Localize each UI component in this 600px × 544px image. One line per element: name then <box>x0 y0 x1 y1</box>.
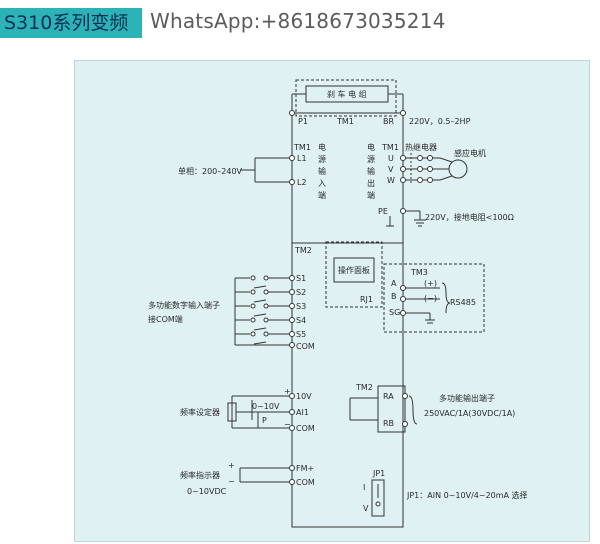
power-out-v5: 端 <box>367 190 375 200</box>
brake-spec: 220V，0.5–2HP <box>409 117 471 126</box>
terminal-10v: 10V <box>296 392 312 401</box>
power-out-tm1: TM1 <box>381 143 399 152</box>
brake-tm1: TM1 <box>336 117 354 126</box>
power-in-v3: 输 <box>318 166 326 176</box>
motor-label: 感应电机 <box>454 148 486 158</box>
rs485-minus: (−) <box>424 294 437 303</box>
relay-box <box>377 385 406 433</box>
tm2-label: TM2 <box>294 246 312 255</box>
freq-meter-label: 频率指示器 <box>180 470 220 480</box>
terminal-w: W <box>387 176 395 185</box>
freq-setter-minus: − <box>284 420 291 429</box>
jumper-jp1 <box>371 479 385 517</box>
power-out-v3: 输 <box>367 166 375 176</box>
power-in-tm1: TM1 <box>293 143 311 152</box>
jumper-i: I <box>363 483 365 492</box>
relay-spec: 250VAC/1A(30VDC/1A) <box>424 409 515 418</box>
terminal-com-di: COM <box>296 342 315 351</box>
digital-input-label: 多功能数字输入端子 <box>148 300 220 310</box>
jumper-note: JP1：AIN 0~10V/4~20mA 选择 <box>406 490 528 500</box>
power-in-v4: 入 <box>318 179 326 188</box>
terminal-com-fm: COM <box>296 478 315 487</box>
terminal-sg: SG <box>389 308 400 317</box>
ai-range: 0~10V <box>252 402 280 411</box>
thermal-relay-label: 热继电器 <box>405 142 437 152</box>
brake-box <box>295 79 397 117</box>
terminal-ai1: AI1 <box>296 408 309 417</box>
rs485-plus: (+) <box>424 279 437 288</box>
terminal-s2: S2 <box>296 288 306 297</box>
power-out-v4: 出 <box>367 178 375 188</box>
terminal-s1: S1 <box>296 274 306 283</box>
diagram-panel <box>74 60 590 542</box>
terminal-v: V <box>388 165 394 174</box>
terminal-fm: FM+ <box>296 464 314 473</box>
operator-panel <box>333 257 375 283</box>
power-out-v2: 源 <box>367 155 375 164</box>
rs485-label: RS485 <box>450 298 476 307</box>
freq-meter-plus: + <box>228 461 235 470</box>
tm3-label: TM3 <box>410 268 428 277</box>
brake-label: 刹 车 电 组 <box>327 89 367 99</box>
terminal-s5: S5 <box>296 330 306 339</box>
terminal-rb: RB <box>383 419 394 428</box>
digital-input-com-label: 接COM端 <box>148 314 183 324</box>
terminal-ra: RA <box>383 392 394 401</box>
freq-setter-label: 频率设定器 <box>180 407 220 417</box>
power-in-v1: 电 <box>318 142 326 152</box>
terminal-b: B <box>391 292 397 301</box>
freq-meter-minus: − <box>228 477 235 486</box>
brake-br: BR <box>383 117 394 126</box>
single-phase-label: 单相：200–240V <box>178 166 243 176</box>
power-out-v1: 电 <box>367 142 375 152</box>
terminal-com-ai: COM <box>296 424 315 433</box>
terminal-l2: L2 <box>297 178 307 187</box>
ai-p: P <box>262 416 267 425</box>
brake-p1: P1 <box>298 117 308 126</box>
freq-setter-plus: + <box>284 387 291 396</box>
jumper-v: V <box>363 504 369 513</box>
relay-label: 多功能输出端子 <box>439 393 495 403</box>
jp1-label: JP1 <box>372 469 385 478</box>
rj1-label: RJ1 <box>360 295 373 304</box>
ground-spec: 220V，接地电阻<100Ω <box>425 212 514 222</box>
freq-meter-range: 0~10VDC <box>187 487 227 496</box>
terminal-pe: PE <box>378 207 388 216</box>
terminal-l1: L1 <box>297 154 307 163</box>
terminal-u: U <box>388 154 394 163</box>
terminal-s4: S4 <box>296 316 306 325</box>
power-in-v5: 端 <box>318 190 326 200</box>
operator-panel-label: 操作面板 <box>338 265 370 275</box>
terminal-a: A <box>391 279 397 288</box>
whatsapp-contact: WhatsApp:+8618673035214 <box>150 9 446 33</box>
series-title: S310系列变频 <box>0 8 142 38</box>
power-in-v2: 源 <box>318 155 326 164</box>
terminal-s3: S3 <box>296 302 306 311</box>
rs485-box <box>383 263 485 333</box>
operator-panel-box <box>325 241 383 308</box>
relay-tm2: TM2 <box>355 383 373 392</box>
motor-symbol <box>448 159 468 179</box>
